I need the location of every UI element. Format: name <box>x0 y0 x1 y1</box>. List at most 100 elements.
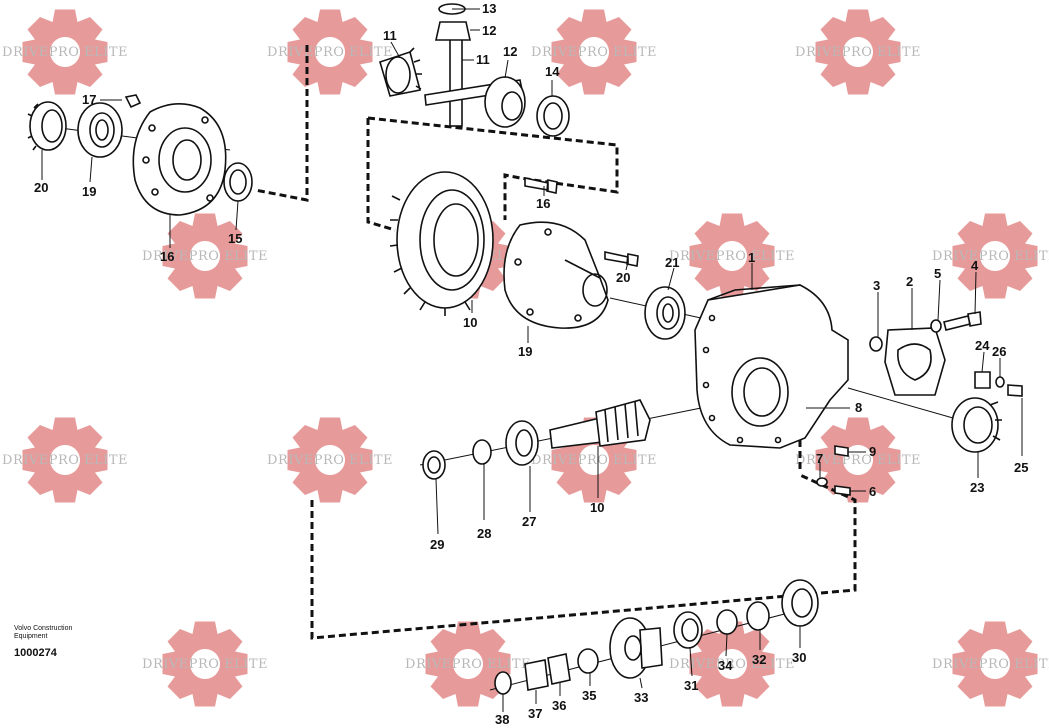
part-24-lock-plate <box>974 371 991 389</box>
label-1: 1 <box>748 250 755 265</box>
label-26: 26 <box>992 344 1006 359</box>
part-35-washer <box>577 648 599 674</box>
illustration-number: 1000274 <box>14 647 57 659</box>
watermark-9: DRIVEPRO ELITE <box>267 417 393 503</box>
part-2-bearing-cap <box>884 327 946 396</box>
label-7: 7 <box>816 451 823 466</box>
label-13: 12 <box>482 23 496 38</box>
watermark-0: DRIVEPRO ELITE <box>2 9 127 95</box>
watermark-7: DRIVEPRO ELITE <box>932 213 1049 299</box>
callout-pointers <box>41 8 1023 712</box>
watermark-10: DRIVEPRO ELITE <box>531 417 657 503</box>
watermark-text: DRIVEPRO ELITE <box>405 657 531 672</box>
label-10-pinion: 10 <box>590 500 604 515</box>
part-10-drive-pinion <box>549 399 651 449</box>
part-3-dowel <box>869 336 883 352</box>
part-21-bearing-right <box>644 286 686 340</box>
part-36-lock-plate <box>547 653 571 685</box>
label-12-upper: 11 <box>383 28 397 43</box>
label-11: 11 <box>476 52 490 67</box>
label-22: 20 <box>34 180 48 195</box>
part-1-axle-housing <box>694 284 849 449</box>
watermark-14: DRIVEPRO ELITE <box>669 621 794 707</box>
part-29-shim <box>422 450 446 480</box>
label-25: 25 <box>1014 460 1028 475</box>
part-38-washer <box>494 671 512 695</box>
label-20: 20 <box>616 270 630 285</box>
caption-line-1: Volvo Construction <box>14 625 73 632</box>
part-26-washer <box>995 376 1005 388</box>
watermark-text: DRIVEPRO ELITE <box>142 657 268 672</box>
label-14: 13 <box>482 1 496 16</box>
watermark-text: DRIVEPRO ELITE <box>142 249 268 264</box>
part-19-housing-half <box>503 221 609 329</box>
part-37-nut <box>524 659 549 691</box>
caption-line-2: Equipment <box>14 633 48 640</box>
label-34: 34 <box>718 658 733 673</box>
watermark-13: DRIVEPRO ELITE <box>405 621 531 707</box>
label-6: 6 <box>869 484 876 499</box>
part-30-bearing <box>781 579 819 627</box>
watermark-text: DRIVEPRO ELITE <box>795 45 921 60</box>
part-7-seal <box>816 477 828 487</box>
watermark-text: DRIVEPRO ELITE <box>531 453 657 468</box>
label-10-crown: 10 <box>463 315 477 330</box>
part-32-spacer <box>746 601 770 631</box>
part-31-seal <box>673 611 703 649</box>
document-caption: Volvo Construction Equipment 1000274 <box>14 625 72 659</box>
label-4: 4 <box>971 258 979 273</box>
watermark-layer: DRIVEPRO ELITE DRIVEPRO ELITE DRIVEPRO ELI… <box>2 9 1049 707</box>
label-9: 9 <box>869 444 876 459</box>
label-15-left: 15 <box>228 231 242 246</box>
part-22-bearing-race <box>27 101 67 151</box>
part-34-seal <box>716 609 738 635</box>
watermark-text: DRIVEPRO ELITE <box>932 657 1049 672</box>
watermark-3: DRIVEPRO ELITE <box>795 9 921 95</box>
part-28-shim <box>472 439 492 465</box>
part-13-pinion-gear <box>435 21 471 41</box>
part-5-washer <box>930 319 942 333</box>
label-31: 31 <box>684 678 698 693</box>
label-23: 23 <box>970 480 984 495</box>
part-labels: 13 12 11 11 12 14 17 20 19 16 15 16 10 1… <box>34 1 1028 727</box>
watermark-text: DRIVEPRO ELITE <box>531 45 657 60</box>
watermark-text: DRIVEPRO ELITE <box>267 453 393 468</box>
label-8: 8 <box>855 400 862 415</box>
label-38: 38 <box>495 712 509 727</box>
label-24: 24 <box>975 338 990 353</box>
watermark-11: DRIVEPRO ELITE <box>795 417 921 503</box>
label-12-right: 12 <box>503 44 517 59</box>
part-23-adjusting-ring <box>951 397 1002 453</box>
watermark-text: DRIVEPRO ELITE <box>795 453 921 468</box>
part-6-plug <box>834 485 851 496</box>
part-21-bearing-left <box>77 102 123 158</box>
label-29: 29 <box>430 537 444 552</box>
watermark-15: DRIVEPRO ELITE <box>932 621 1049 707</box>
part-10-crown-wheel <box>389 171 494 316</box>
watermark-8: DRIVEPRO ELITE <box>2 417 128 503</box>
part-9-plug <box>834 445 849 457</box>
watermark-6: DRIVEPRO ELITE <box>669 213 794 299</box>
watermark-12: DRIVEPRO ELITE <box>142 621 268 707</box>
part-12-side-gear-right <box>484 76 526 128</box>
part-27-bearing <box>505 420 539 466</box>
part-33-companion-flange <box>609 617 663 679</box>
label-36: 36 <box>552 698 566 713</box>
part-25-bolt <box>1007 384 1023 397</box>
watermark-text: DRIVEPRO ELITE <box>2 453 128 468</box>
label-21-right: 21 <box>665 255 679 270</box>
label-2: 2 <box>906 274 913 289</box>
label-16: 16 <box>160 249 174 264</box>
label-15-right: 14 <box>545 64 560 79</box>
part-16-housing-half <box>132 103 227 216</box>
part-15-thrust-washer-left <box>223 162 253 202</box>
part-18-nut <box>124 94 142 109</box>
label-5: 5 <box>934 266 941 281</box>
part-15-thrust-washer-right <box>536 95 570 137</box>
label-17: 16 <box>536 196 550 211</box>
watermark-text: DRIVEPRO ELITE <box>267 45 393 60</box>
label-33: 33 <box>634 690 648 705</box>
watermark-text: DRIVEPRO ELITE <box>932 249 1049 264</box>
part-4-bolt <box>943 311 982 331</box>
